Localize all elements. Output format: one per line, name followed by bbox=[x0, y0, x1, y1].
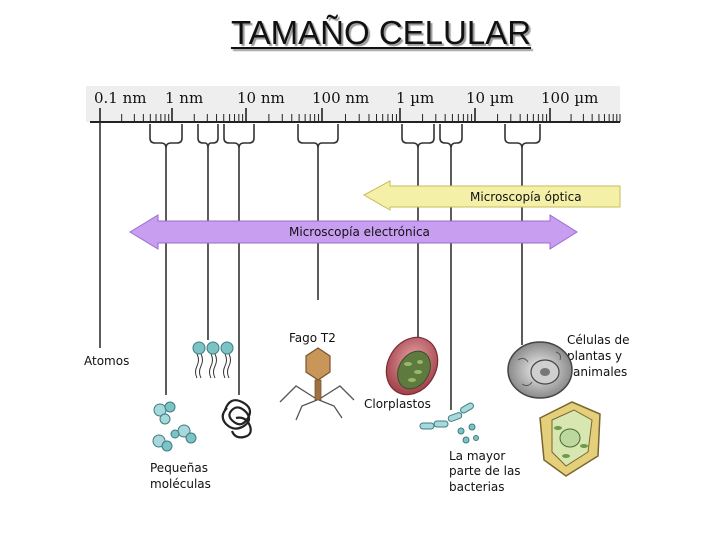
label-cells-3: animales bbox=[573, 365, 627, 379]
label-bacteria-3: bacterias bbox=[449, 480, 505, 494]
bracket-chloroplast bbox=[401, 124, 435, 340]
bracket-molecule-c bbox=[223, 124, 255, 395]
phage-t2-illustration bbox=[279, 347, 355, 421]
scale-label-1: 1 nm bbox=[165, 89, 203, 107]
label-bacteria-1: La mayor bbox=[449, 449, 505, 463]
electron-microscopy-band bbox=[129, 214, 578, 250]
optical-microscopy-label: Microscopía óptica bbox=[470, 190, 582, 204]
scale-label-2: 10 nm bbox=[237, 89, 285, 107]
scale-ruler bbox=[86, 86, 620, 122]
scale-label-4: 1 µm bbox=[396, 89, 434, 107]
bracket-cells bbox=[504, 124, 541, 345]
plant-cell-illustration bbox=[539, 401, 601, 477]
label-molecules-1: Pequeñas bbox=[150, 461, 208, 475]
label-atoms: Atomos bbox=[84, 354, 129, 368]
label-chloroplasts: Clorplastos bbox=[364, 397, 431, 411]
scale-label-0: 0.1 nm bbox=[94, 89, 147, 107]
bacteria-illustration bbox=[419, 402, 479, 444]
bracket-phage bbox=[297, 124, 339, 300]
label-cells-2: plantas y bbox=[567, 349, 622, 363]
scale-ticks bbox=[99, 108, 621, 122]
chloroplast-illustration bbox=[385, 336, 439, 396]
lipid-molecules-illustration bbox=[192, 341, 234, 379]
protein-illustration bbox=[221, 399, 252, 439]
label-cells-1: Células de bbox=[567, 333, 629, 347]
small-molecules-illustration bbox=[152, 401, 197, 452]
scale-label-5: 10 µm bbox=[466, 89, 514, 107]
size-brackets bbox=[99, 122, 541, 410]
scale-label-6: 100 µm bbox=[541, 89, 598, 107]
page-title: TAMAÑO CELULAR bbox=[230, 14, 532, 51]
animal-cell-illustration bbox=[507, 341, 573, 399]
label-phage: Fago T2 bbox=[289, 331, 336, 345]
electron-microscopy-label: Microscopía electrónica bbox=[289, 225, 430, 239]
optical-microscopy-band bbox=[362, 180, 621, 211]
bracket-bacteria bbox=[439, 124, 463, 410]
scale-label-3: 100 nm bbox=[312, 89, 369, 107]
bracket-molecule-b bbox=[197, 124, 219, 340]
label-molecules-2: moléculas bbox=[150, 477, 211, 491]
label-bacteria-2: parte de las bbox=[449, 464, 521, 478]
bracket-molecule-a bbox=[149, 124, 183, 395]
